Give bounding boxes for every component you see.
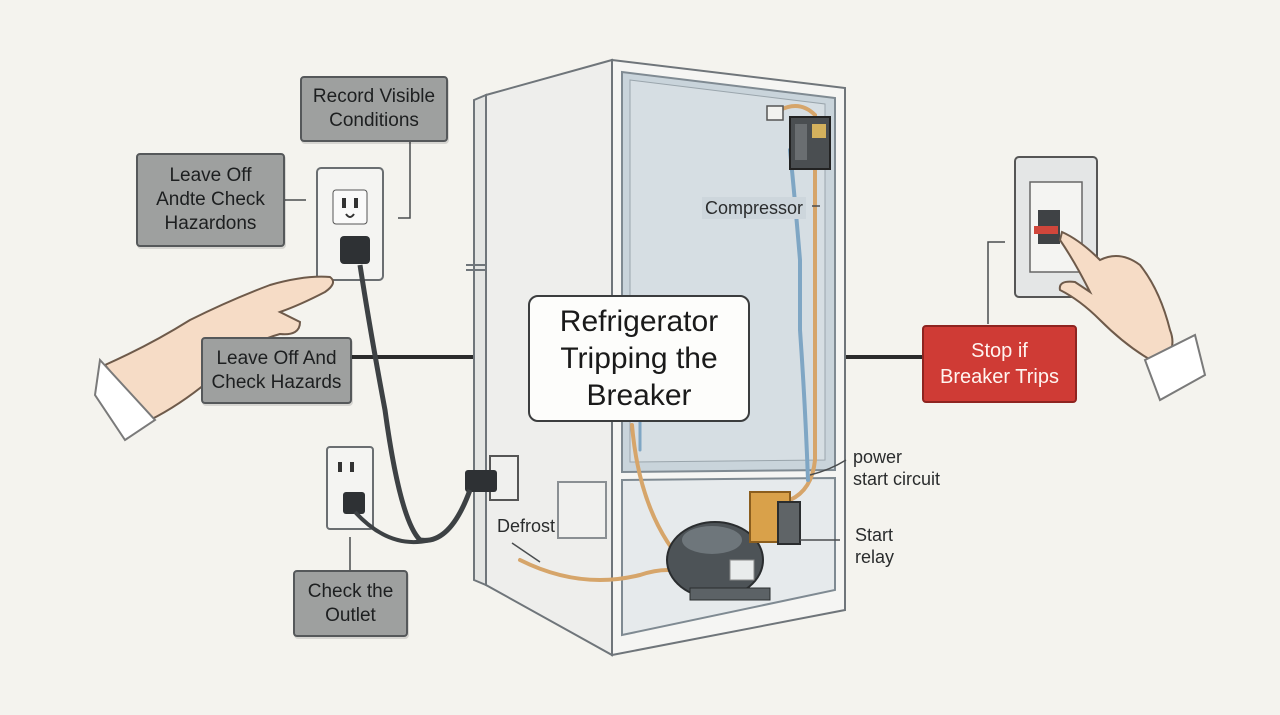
record-visible-line-1: Record Visible xyxy=(312,86,436,107)
check-outlet-line-1: Check the xyxy=(307,580,394,602)
diagram-title-box: Refrigerator Tripping the Breaker xyxy=(528,295,750,422)
title-line-2: Tripping the xyxy=(560,342,718,375)
stop-line-2: Breaker Trips xyxy=(940,366,1059,388)
power-start-line-1: power xyxy=(853,447,903,467)
check-the-outlet-box: Check the Outlet xyxy=(293,570,408,637)
blue-wire-main xyxy=(788,148,810,482)
record-visible-line-2: Conditions xyxy=(329,110,419,131)
power-start-line-2: start circuit xyxy=(853,469,941,489)
power-cord-2 xyxy=(353,510,431,545)
defrost-label: Defrost xyxy=(497,516,556,536)
power-cord xyxy=(357,264,473,543)
compressor-label: Compressor xyxy=(702,197,807,219)
side-vent xyxy=(557,481,607,539)
leave-off-top-line-3: Hazardons xyxy=(164,213,257,234)
leave-off-check-hazards-top-box: Leave Off Andte Check Hazardons xyxy=(136,153,285,247)
start-relay-label: Start relay xyxy=(855,524,894,568)
leave-off-top-line-2: Andte Check xyxy=(156,189,265,210)
leave-off-left-line-2: Check Hazards xyxy=(211,371,342,393)
outlet-lower xyxy=(326,446,374,530)
start-relay xyxy=(749,491,801,545)
record-visible-conditions-box: Record Visible Conditions xyxy=(300,76,448,142)
leave-off-left-line-1: Leave Off And xyxy=(216,347,337,369)
left-sleeve xyxy=(93,357,157,442)
leave-off-top-line-1: Leave Off xyxy=(169,165,252,186)
orange-wire-main xyxy=(778,104,817,502)
box-connectors xyxy=(285,142,1005,570)
title-line-3: Breaker xyxy=(586,379,692,412)
fridge-plug-socket xyxy=(465,455,519,501)
outlet-upper xyxy=(316,167,384,281)
fridge-door-edge xyxy=(473,93,487,587)
leave-off-check-hazards-left-box: Leave Off And Check Hazards xyxy=(201,337,352,404)
compressor-unit xyxy=(666,521,771,601)
check-outlet-line-2: Outlet xyxy=(325,604,376,626)
right-sleeve xyxy=(1143,333,1207,402)
stop-line-1: Stop if xyxy=(971,340,1028,362)
start-relay-line-1: Start xyxy=(855,525,894,545)
start-relay-line-2: relay xyxy=(855,547,895,567)
stop-if-breaker-trips-box: Stop if Breaker Trips xyxy=(922,325,1077,403)
power-start-circuit-label: power start circuit xyxy=(853,446,940,490)
thermostat-plug xyxy=(766,105,784,121)
control-box xyxy=(789,116,831,170)
title-line-1: Refrigerator xyxy=(559,305,719,338)
